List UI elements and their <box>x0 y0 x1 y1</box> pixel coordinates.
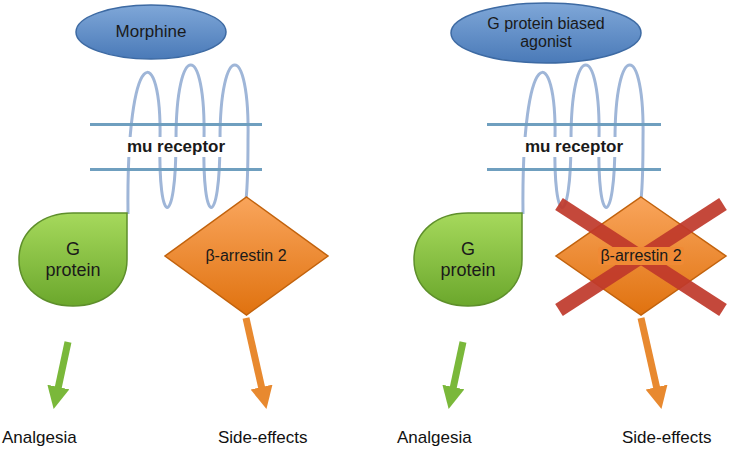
effect-arrow <box>641 318 659 398</box>
arrestin-diamond <box>556 197 726 315</box>
arrestin-diamond: β-arrestin 2 <box>164 196 329 316</box>
receptor-band: mu receptor <box>487 123 661 171</box>
arrestin-diamond <box>165 197 328 315</box>
node-text: Morphine <box>116 22 187 42</box>
node-text: G protein biased agonist <box>476 15 616 52</box>
effect-arrow <box>246 318 264 398</box>
g-protein-leaf <box>414 213 522 306</box>
block-cross <box>559 204 723 310</box>
membrane-line <box>487 168 661 171</box>
effect-label: Side-effects <box>622 428 711 448</box>
receptor-band: mu receptor <box>90 123 262 171</box>
ligand-ellipse: G protein biased agonist <box>450 2 642 64</box>
block-cross <box>559 204 723 310</box>
g-protein-leaf <box>19 213 127 306</box>
ligand-ellipse: Morphine <box>75 4 227 60</box>
g-protein-leaf: G protein <box>18 212 128 307</box>
node-text: mu receptor <box>124 137 228 157</box>
ligand-ellipse <box>76 5 226 59</box>
membrane-line <box>90 168 262 171</box>
effect-label: Side-effects <box>218 428 307 448</box>
effect-arrow <box>451 342 463 398</box>
membrane-line <box>487 123 661 126</box>
ligand-ellipse <box>451 3 641 63</box>
effect-label: Analgesia <box>397 428 472 448</box>
node-text: β-arrestin 2 <box>598 247 683 265</box>
membrane-line <box>90 123 262 126</box>
arrestin-diamond: β-arrestin 2 <box>555 196 727 316</box>
effect-arrow <box>56 342 68 398</box>
node-text: G protein <box>38 239 108 280</box>
g-protein-leaf: G protein <box>413 212 523 307</box>
node-text: β-arrestin 2 <box>205 247 286 265</box>
node-text: mu receptor <box>522 137 626 157</box>
node-text: G protein <box>433 239 503 280</box>
effect-label: Analgesia <box>2 428 77 448</box>
